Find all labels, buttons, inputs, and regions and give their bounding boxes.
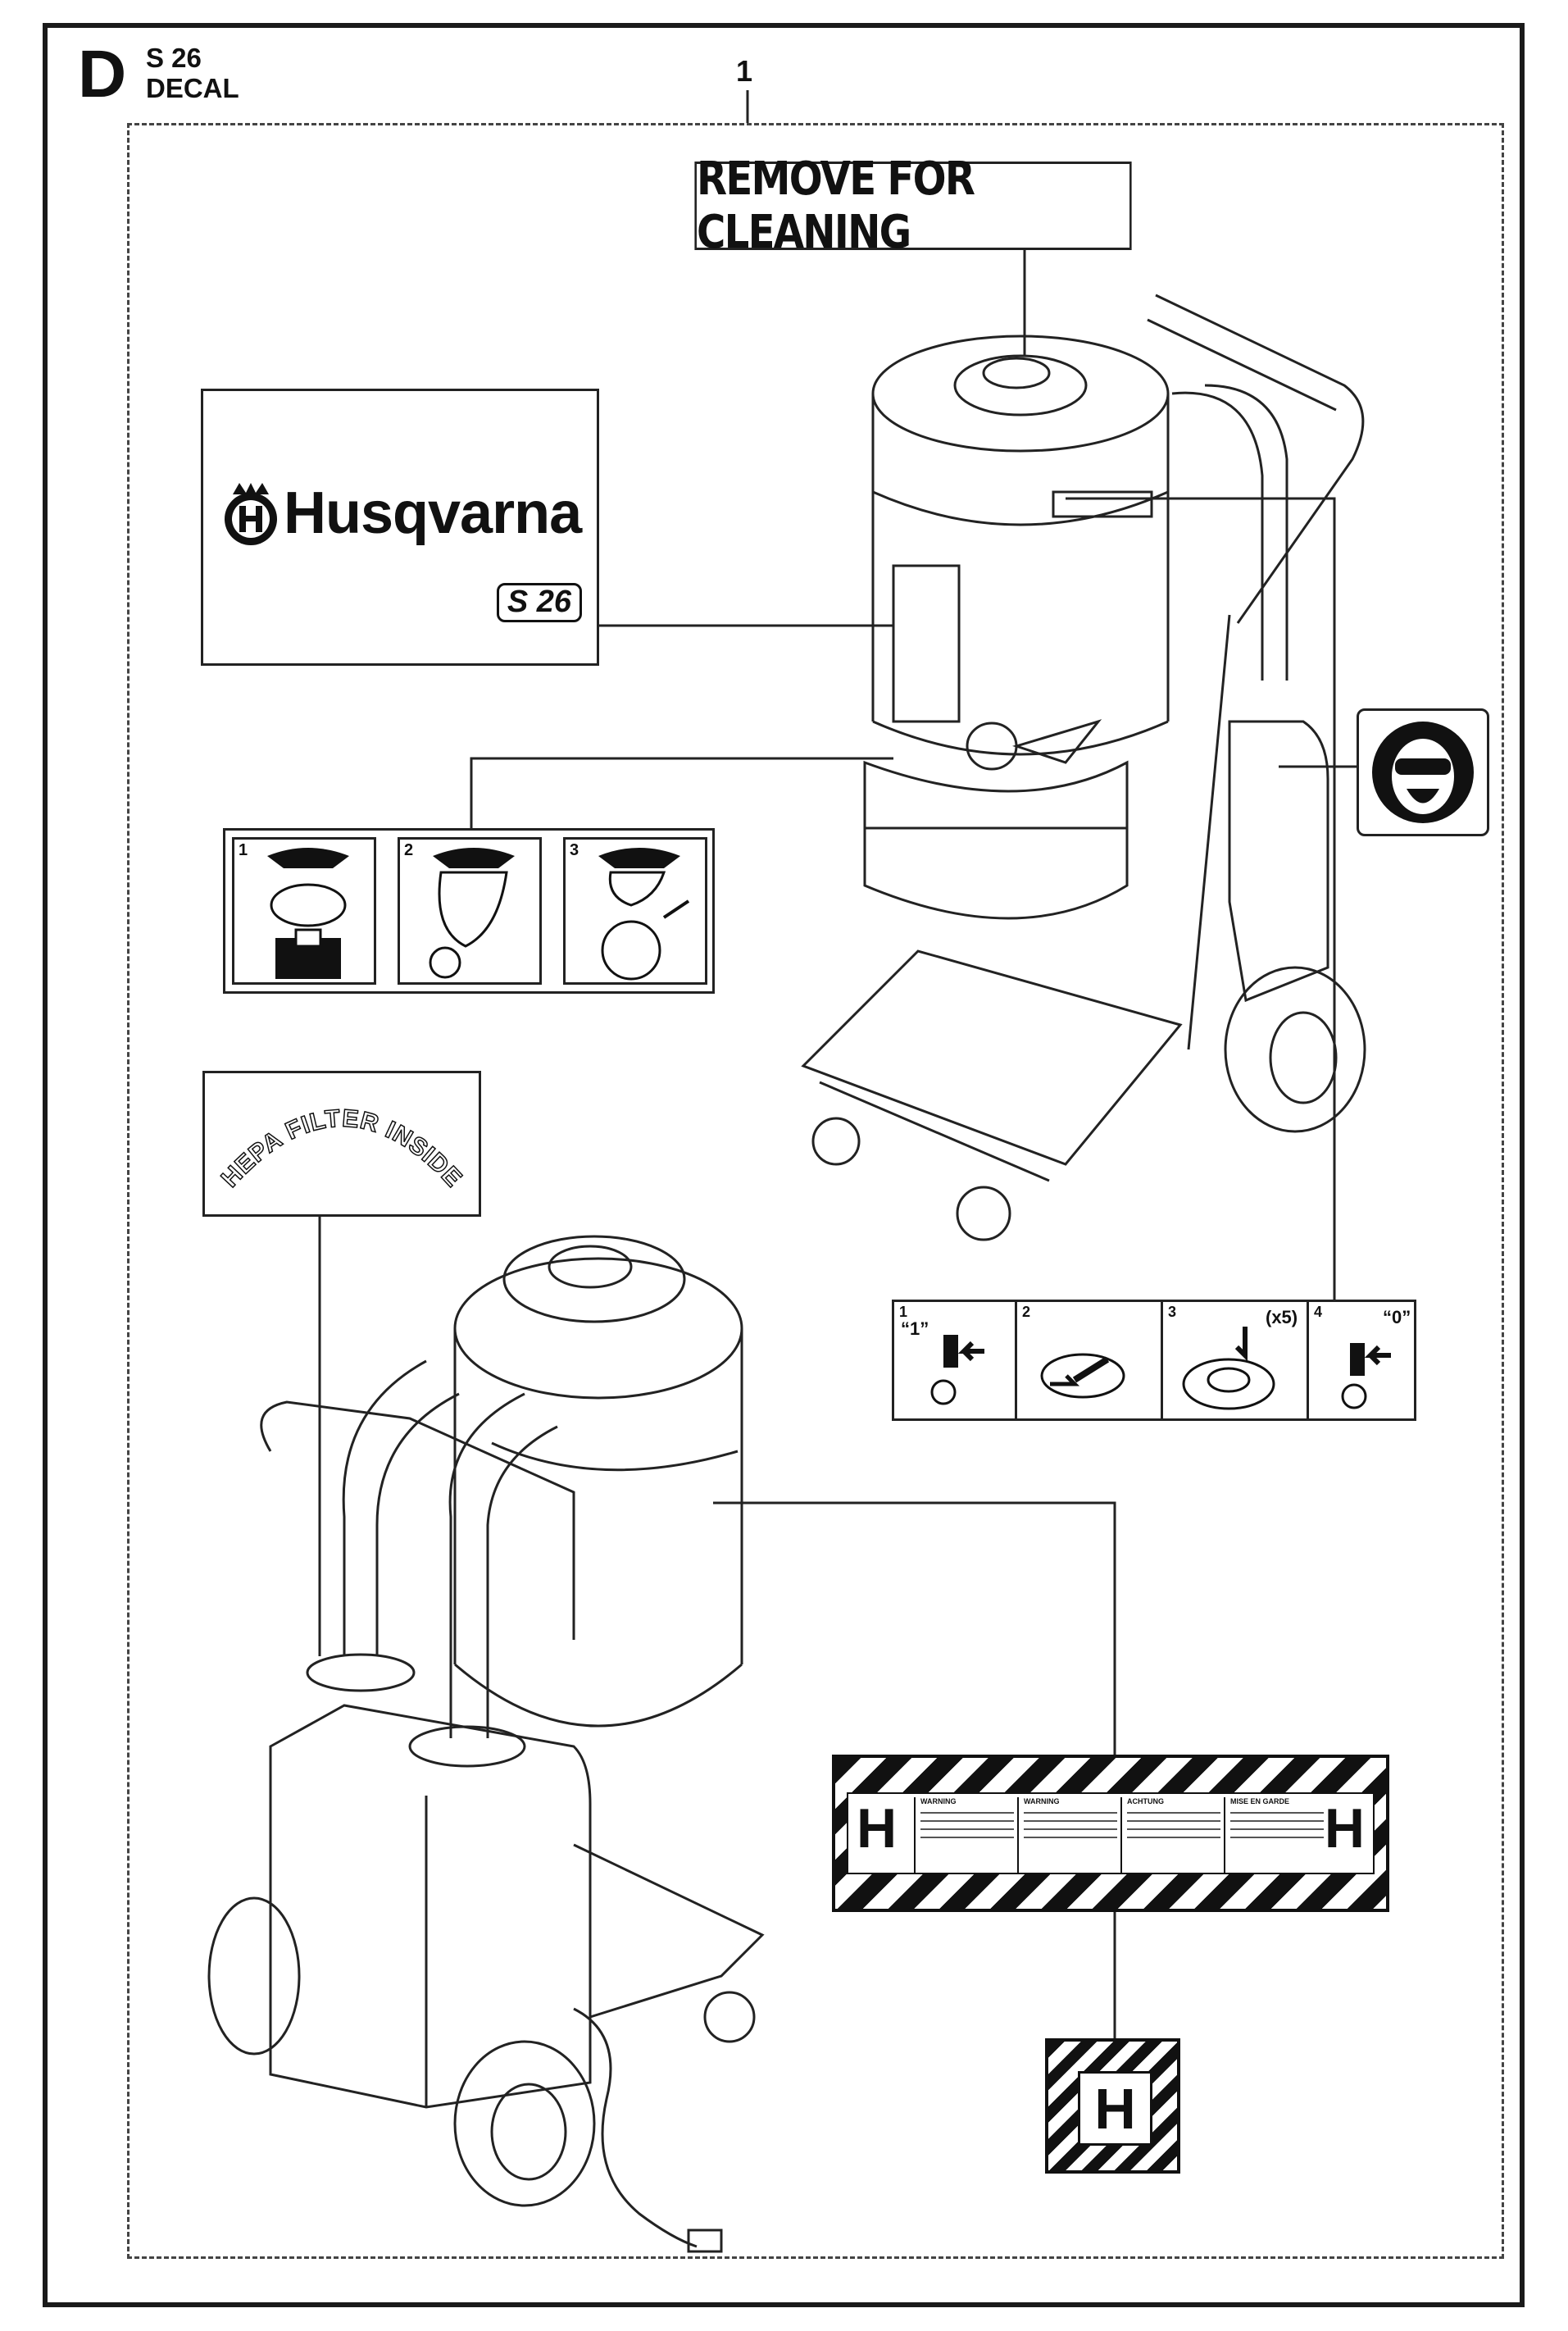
section-letter: D (78, 37, 127, 112)
switch-off-label: “0” (1383, 1307, 1411, 1327)
face-mask-icon (1372, 722, 1474, 823)
hazard-h-right: H (1324, 1797, 1365, 1860)
svg-text:HEPA FILTER INSIDE: HEPA FILTER INSIDE (216, 1105, 467, 1193)
hazard-h-left: H (857, 1797, 898, 1860)
bag-step-1: 1 (232, 837, 376, 985)
item-number: 1 (736, 54, 753, 88)
arrow-icon (1234, 1327, 1248, 1362)
mask-decal (1357, 708, 1489, 836)
model-badge: S 26 (496, 583, 582, 622)
switch-step-2: 2 (1017, 1302, 1163, 1418)
warning-heading: ACHTUNG (1127, 1797, 1164, 1805)
bag-step-2: 2 (398, 837, 542, 985)
bag-step-2-illustration (429, 848, 515, 979)
hazard-h-icon: H (1078, 2071, 1152, 2146)
switch-on-label: “1” (901, 1318, 929, 1339)
leader-switch (1066, 497, 1336, 1300)
model-label: S 26 (146, 43, 202, 73)
bag-step-number: 3 (570, 841, 579, 859)
switch-step-number: 4 (1314, 1304, 1323, 1320)
bag-change-decal: 1 2 3 (223, 828, 715, 994)
arrow-icon (1050, 1374, 1080, 1386)
warning-heading: WARNING (920, 1797, 957, 1805)
warning-panel: H WARNING WARNING ACHTUNG MISE EN GARDE … (847, 1792, 1375, 1874)
on-off-procedure-decal: 1 “1” 2 3 (x5) 4 “0” (892, 1300, 1416, 1421)
switch-step-2-illustration (1040, 1353, 1125, 1399)
hepa-filter-decal: HEPA FILTER INSIDE (202, 1071, 481, 1217)
warning-column: WARNING (1017, 1797, 1120, 1873)
vacuum-top-view (801, 294, 1366, 1241)
warning-heading: WARNING (1024, 1797, 1060, 1805)
bag-step-number: 2 (404, 841, 414, 859)
switch-step-number: 2 (1022, 1304, 1031, 1320)
bag-step-1-illustration (267, 848, 349, 979)
warning-column: ACHTUNG (1120, 1797, 1224, 1873)
arrow-icon (957, 1341, 984, 1362)
switch-step-3-illustration (1182, 1327, 1275, 1410)
remove-for-cleaning-decal: REMOVE FOR CLEANING (694, 153, 1132, 259)
warning-heading: MISE EN GARDE (1230, 1797, 1290, 1805)
hepa-text: HEPA FILTER INSIDE (216, 1104, 467, 1193)
hazard-h-decal: H (1045, 2038, 1180, 2174)
switch-off-illustration (1341, 1343, 1391, 1409)
leader-bag (470, 757, 893, 828)
bag-step-number: 1 (239, 841, 248, 859)
brand-decal: Husqvarna S 26 (201, 389, 599, 666)
husqvarna-crown-logo-icon (225, 483, 277, 545)
vacuum-rear-view (207, 1235, 765, 2253)
switch-step-4: 4 “0” (1309, 1302, 1419, 1418)
hepa-arc-text: HEPA FILTER INSIDE (216, 1104, 467, 1193)
switch-step-1: 1 “1” (894, 1302, 1017, 1418)
section-title: DECAL (146, 72, 239, 103)
assembly-boundary (127, 123, 1504, 2259)
leader-warning (713, 1501, 1116, 1755)
switch-step-number: 3 (1168, 1304, 1177, 1320)
page-frame (43, 23, 1525, 2307)
warning-column: WARNING (914, 1797, 1017, 1873)
hazard-warning-decal: H WARNING WARNING ACHTUNG MISE EN GARDE … (832, 1755, 1389, 1912)
switch-on-illustration (930, 1335, 984, 1405)
arrow-icon (1364, 1345, 1391, 1366)
switch-step-3: 3 (x5) (1163, 1302, 1309, 1418)
repeat-count-label: (x5) (1266, 1307, 1298, 1327)
warning-column: MISE EN GARDE (1224, 1797, 1327, 1873)
switch-step-number: 1 (899, 1304, 908, 1320)
brand-name: Husqvarna (284, 480, 582, 546)
section-header: S 26 DECAL (146, 43, 239, 104)
bag-step-3-illustration (598, 848, 690, 981)
bag-step-3: 3 (563, 837, 707, 985)
